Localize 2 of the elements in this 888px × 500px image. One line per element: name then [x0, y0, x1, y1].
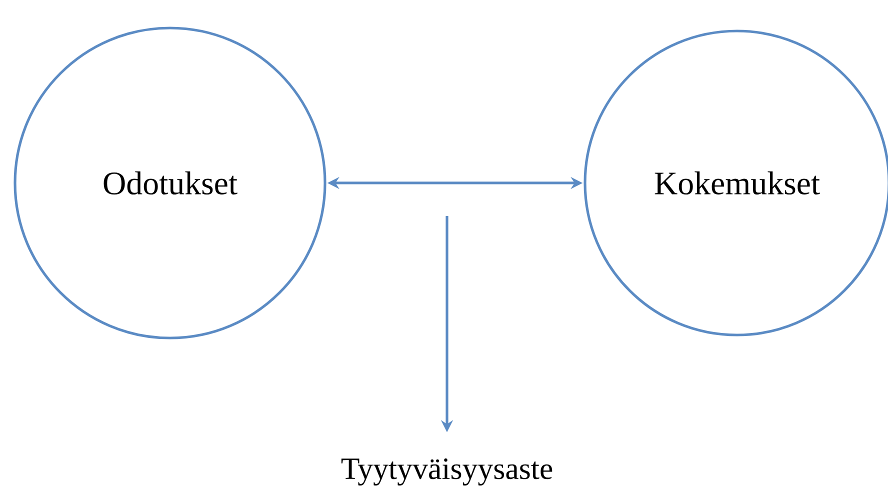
node-label: Tyytyväisyysaste	[341, 458, 552, 486]
circle-node: Odotukset	[14, 26, 326, 340]
